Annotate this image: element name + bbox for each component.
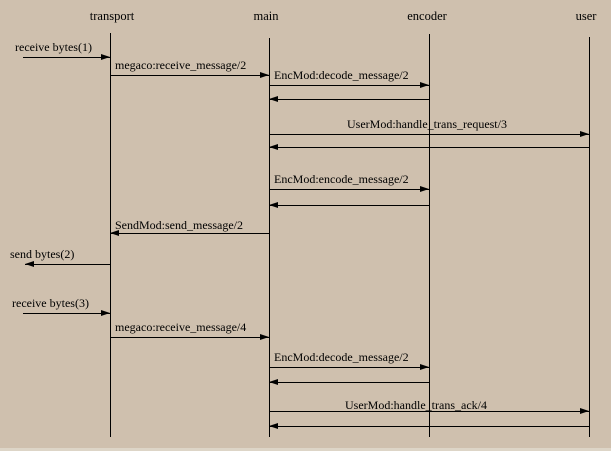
arrowhead-left-icon [269, 423, 278, 429]
lifeline-label-transport: transport [89, 9, 135, 23]
lifeline-label-encoder: encoder [407, 9, 447, 23]
message-label: EncMod:decode_message/2 [274, 68, 409, 82]
lifeline-user [589, 37, 590, 437]
message-arrow [110, 337, 269, 338]
lifeline-label-user: user [575, 9, 597, 23]
arrowhead-right-icon [101, 310, 110, 316]
arrowhead-right-icon [101, 54, 110, 60]
arrowhead-left-icon [110, 230, 119, 236]
message-arrow [269, 147, 589, 148]
arrowhead-right-icon [420, 364, 429, 370]
message-label: megaco:receive_message/4 [115, 320, 247, 334]
lifeline-encoder [429, 34, 430, 437]
arrowhead-left-icon [269, 144, 278, 150]
arrowhead-right-icon [260, 72, 269, 78]
lifeline-main [269, 38, 270, 437]
message-arrow [110, 233, 269, 234]
message-arrow [269, 134, 589, 135]
message-label: UserMod:handle_trans_ack/4 [345, 398, 487, 412]
message-label: receive bytes(3) [12, 296, 89, 310]
message-arrow [23, 57, 110, 58]
message-arrow [23, 313, 110, 314]
bottom-edge [0, 448, 611, 451]
arrowhead-left-icon [269, 96, 278, 102]
message-arrow [25, 264, 110, 265]
arrowhead-right-icon [420, 186, 429, 192]
message-label: megaco:receive_message/2 [115, 58, 247, 72]
message-arrow [269, 426, 589, 427]
message-label: SendMod:send_message/2 [115, 218, 243, 232]
message-arrow [269, 411, 589, 412]
arrowhead-left-icon [269, 202, 278, 208]
message-label: send bytes(2) [10, 247, 75, 261]
arrowhead-right-icon [260, 334, 269, 340]
message-label: receive bytes(1) [15, 40, 92, 54]
message-label: UserMod:handle_trans_request/3 [347, 117, 507, 131]
message-arrow [269, 382, 429, 383]
message-label: EncMod:encode_message/2 [274, 172, 409, 186]
arrowhead-right-icon [580, 408, 589, 414]
arrowhead-right-icon [420, 82, 429, 88]
message-arrow [110, 75, 269, 76]
message-arrow [269, 189, 429, 190]
message-arrow [269, 367, 429, 368]
message-label: EncMod:decode_message/2 [274, 350, 409, 364]
arrowhead-left-icon [269, 379, 278, 385]
arrowhead-right-icon [580, 131, 589, 137]
arrowhead-left-icon [25, 261, 34, 267]
lifeline-label-main: main [253, 9, 279, 23]
message-arrow [269, 85, 429, 86]
message-arrow [269, 99, 429, 100]
message-arrow [269, 205, 429, 206]
